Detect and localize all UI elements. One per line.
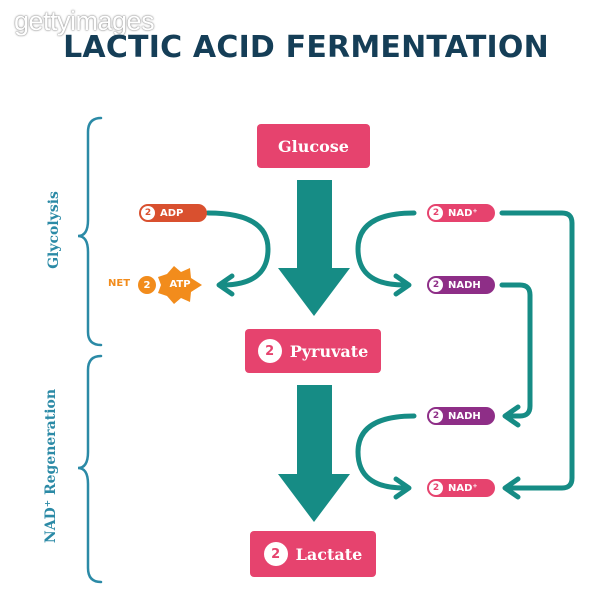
regeneration-label: NAD⁺ Regeneration xyxy=(43,388,59,544)
nadh-pill-bottom: 2 NADH xyxy=(427,407,495,425)
pyruvate-to-lactate-arrow xyxy=(278,385,350,522)
regeneration-bracket xyxy=(77,354,103,584)
glucose-label: Glucose xyxy=(278,136,349,156)
adp-count: 2 xyxy=(141,206,155,220)
nad-pill-top: 2 NAD⁺ xyxy=(427,204,495,222)
atp-star xyxy=(158,266,202,304)
nad-top-count: 2 xyxy=(429,206,443,220)
nadh-transfer-arrow xyxy=(499,282,533,419)
glucose-box: Glucose xyxy=(257,124,370,168)
lactate-box: 2 Lactate xyxy=(250,531,376,577)
nadh-pill-top: 2 NADH xyxy=(427,276,495,294)
lactate-count: 2 xyxy=(263,542,288,566)
atp-label: ATP xyxy=(169,279,191,290)
nadh-top-label: NADH xyxy=(448,279,481,291)
atp-count: 2 xyxy=(138,276,156,294)
pyruvate-box: 2 Pyruvate xyxy=(245,329,381,373)
adp-pill: 2 ADP xyxy=(139,204,207,222)
nadh-transfer-arrowhead xyxy=(502,404,521,428)
nad-bottom-label: NAD⁺ xyxy=(448,482,478,494)
adp-to-atp-arrowhead xyxy=(216,273,235,297)
lactate-label: Lactate xyxy=(295,544,363,564)
nad-top-label: NAD⁺ xyxy=(448,207,478,219)
nad-to-nadh-arrowhead xyxy=(393,273,412,297)
pyruvate-count: 2 xyxy=(257,339,282,363)
nadh-top-count: 2 xyxy=(429,278,443,292)
nad-bottom-count: 2 xyxy=(429,481,443,495)
nad-pill-bottom: 2 NAD⁺ xyxy=(427,479,495,497)
nadh-bottom-count: 2 xyxy=(429,409,443,423)
nad-cycle-arrowhead xyxy=(502,476,521,500)
nadh-to-nad-arrowhead xyxy=(393,476,412,500)
glycolysis-label: Glycolysis xyxy=(46,191,62,269)
pyruvate-label: Pyruvate xyxy=(289,341,369,361)
nadh-bottom-label: NADH xyxy=(448,410,481,422)
page-title: LACTIC ACID FERMENTATION xyxy=(63,30,549,65)
glycolysis-bracket xyxy=(77,116,103,347)
glucose-to-pyruvate-arrow xyxy=(278,180,350,316)
atp-net-label: NET xyxy=(108,278,131,289)
nad-cycle-arrow xyxy=(499,210,575,491)
adp-label: ADP xyxy=(160,207,184,219)
nadh-to-nad-arrow xyxy=(355,413,417,491)
nad-to-nadh-arrow xyxy=(355,210,417,288)
adp-to-atp-arrow xyxy=(205,210,271,288)
watermark: gettyimages xyxy=(14,6,155,36)
